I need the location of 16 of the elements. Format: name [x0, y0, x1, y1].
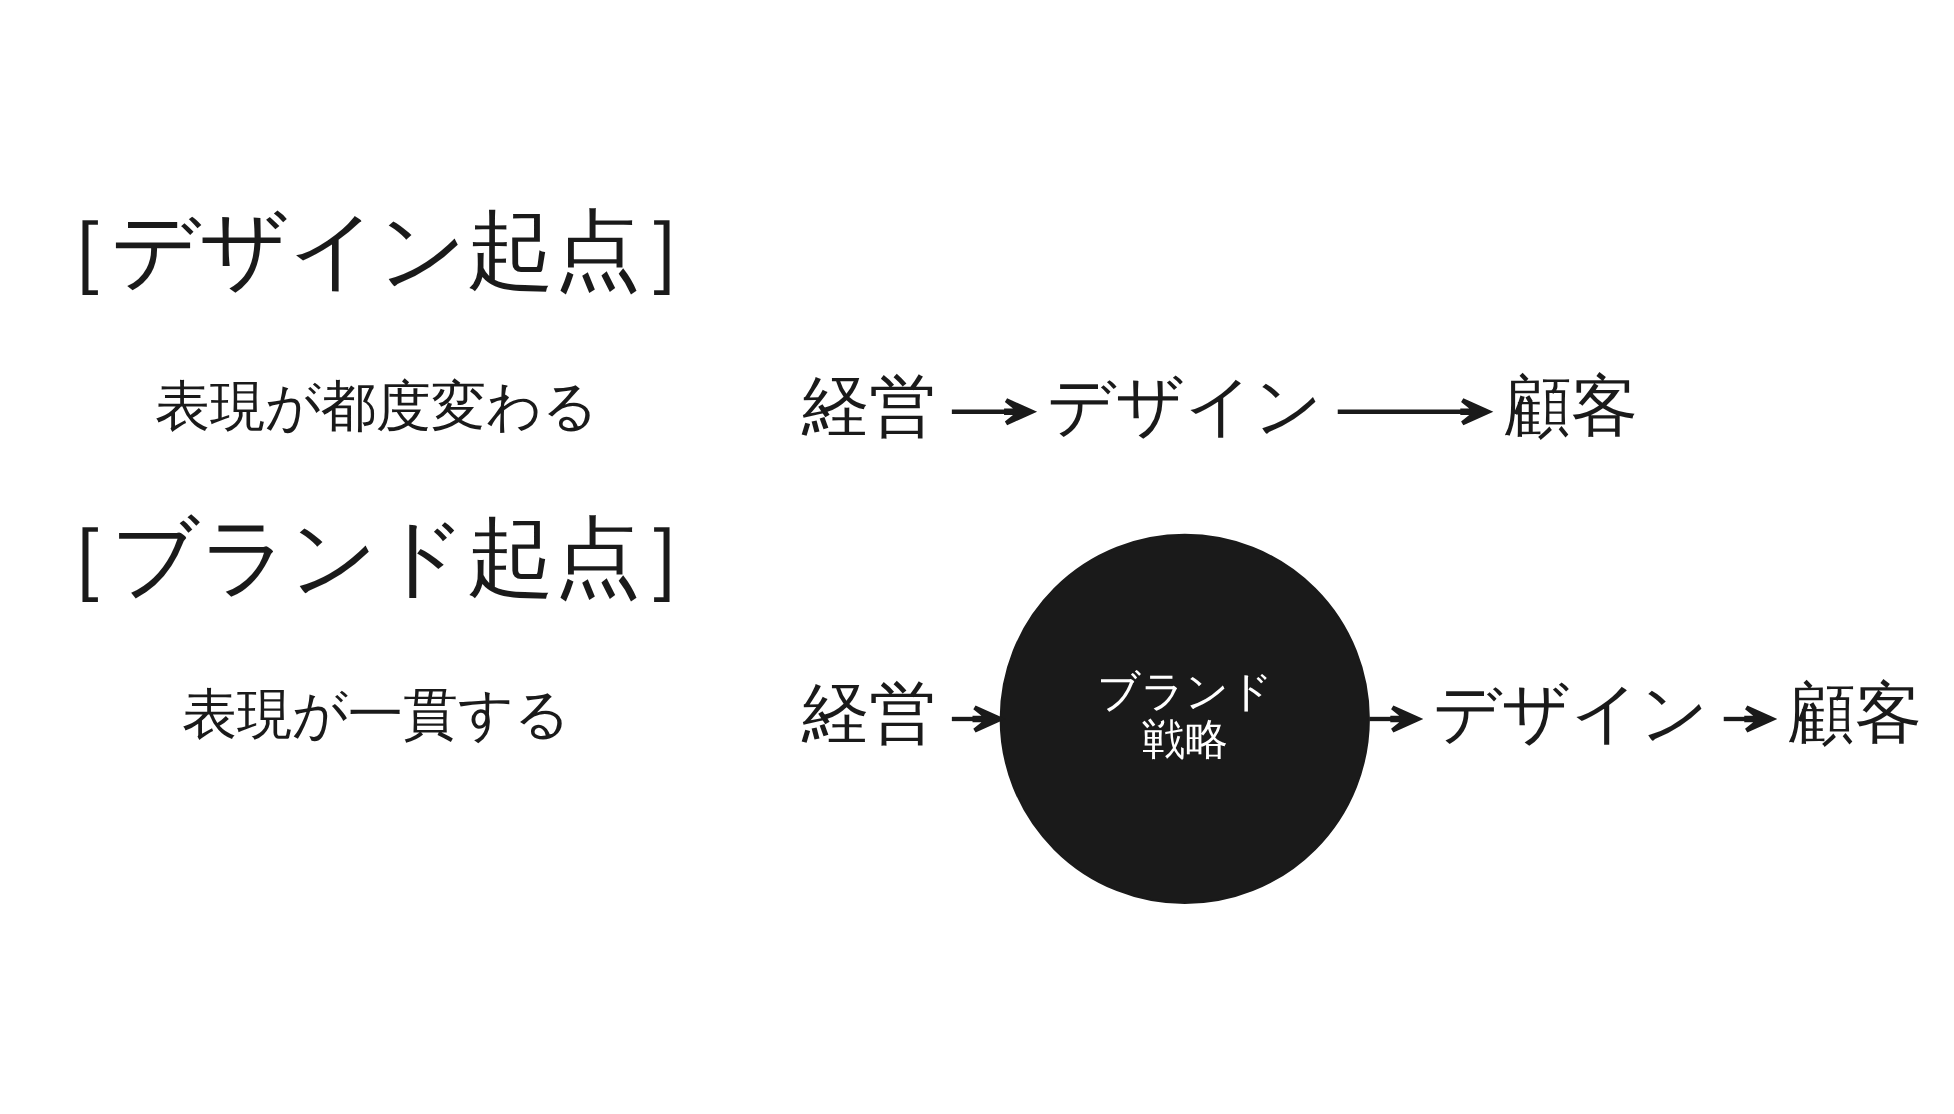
node-text: 経営	[801, 676, 936, 751]
node-text: デザイン	[1432, 676, 1709, 751]
arrow	[1369, 705, 1421, 733]
arrow	[951, 398, 1034, 426]
label: 表現が一貫する	[182, 683, 571, 745]
node-circle: ブランド戦略	[999, 533, 1370, 905]
node-text: 顧客	[1503, 368, 1638, 443]
arrow	[951, 705, 1003, 733]
arrow	[1723, 705, 1775, 733]
label: ［デザイン起点］	[24, 203, 729, 300]
arrow	[1337, 398, 1491, 426]
node-text: 顧客	[1788, 676, 1923, 751]
node-text: デザイン	[1046, 368, 1323, 443]
label: 表現が都度変わる	[154, 376, 598, 438]
node-text: 経営	[801, 368, 936, 443]
label: ［ブランド起点］	[24, 510, 729, 607]
